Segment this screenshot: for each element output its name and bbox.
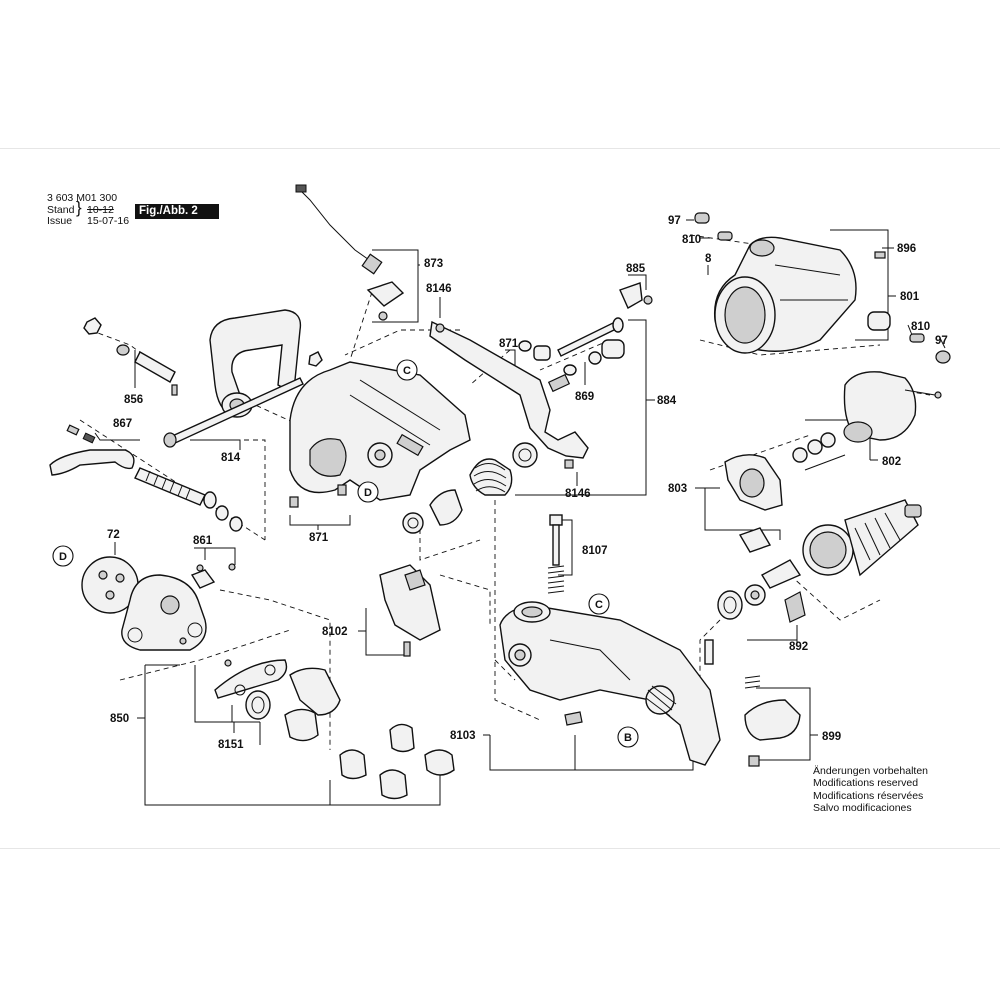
- callout-8146-top: 8146: [426, 283, 452, 295]
- callout-8107: 8107: [582, 545, 608, 557]
- part-869-axle: [547, 339, 625, 393]
- part-814-bolt: [163, 351, 323, 448]
- part-801-motor-housing: [694, 212, 951, 364]
- callout-896: 896: [897, 243, 916, 255]
- note-fr: Modifications réservées: [813, 789, 924, 802]
- svg-text:D: D: [364, 487, 372, 499]
- callout-861: 861: [193, 535, 213, 547]
- issue-value: 15-07-16: [87, 215, 130, 227]
- part-armature: [738, 499, 922, 589]
- part-8151-set: [214, 659, 455, 800]
- brace-glyph: }: [76, 198, 82, 217]
- callout-867: 867: [113, 418, 132, 430]
- note-de: Änderungen vorbehalten: [813, 765, 929, 777]
- svg-text:B: B: [624, 732, 632, 744]
- callout-8: 8: [705, 253, 712, 265]
- circle-ref-c-upper: C: [396, 359, 418, 381]
- callout-802: 802: [882, 456, 901, 468]
- callout-885: 885: [626, 263, 646, 275]
- callout-810-right: 810: [911, 321, 930, 333]
- callout-884: 884: [657, 395, 677, 407]
- part-8102-guard: [379, 564, 441, 657]
- callout-72: 72: [107, 529, 120, 541]
- part-861-clip: [190, 563, 236, 589]
- part-803-cover: [724, 454, 783, 511]
- part-8103-lower-housing: [499, 601, 721, 766]
- callout-850: 850: [110, 713, 129, 725]
- callout-97-top: 97: [668, 215, 681, 227]
- part-856-pin: [83, 317, 178, 396]
- part-850-pivot-housing: [121, 574, 207, 651]
- part-8107-bolt-spring: [547, 514, 565, 594]
- part-871-bushings: [518, 317, 624, 361]
- callout-8151: 8151: [218, 739, 244, 751]
- bottom-rule: [0, 848, 1000, 849]
- callout-labels: 97 810 896 8 801 810 97 873 8146 885 871…: [107, 215, 948, 751]
- svg-text:C: C: [595, 599, 603, 611]
- callout-810-top: 810: [682, 234, 701, 246]
- part-867-lever: [49, 424, 135, 476]
- circle-ref-c-lower: C: [588, 593, 610, 615]
- callout-856: 856: [124, 394, 143, 406]
- callout-892: 892: [789, 641, 808, 653]
- issue-label: Issue: [47, 215, 73, 227]
- part-threaded-rod: [134, 467, 243, 532]
- top-rule: [0, 148, 1000, 149]
- part-885-pin: [619, 282, 653, 309]
- callout-871-upper: 871: [499, 338, 519, 350]
- part-cable-sensor: [295, 184, 383, 275]
- modifications-note: Änderungen vorbehalten Modifications res…: [813, 765, 928, 815]
- leader-lines: [94, 219, 946, 806]
- note-es: Salvo modificaciones: [813, 802, 912, 815]
- part-873-bracket: [366, 281, 405, 321]
- callout-8102: 8102: [322, 626, 348, 638]
- callout-8146-lower: 8146: [565, 488, 591, 500]
- doc-number: 3 603 M01 300: [47, 192, 118, 204]
- callout-873: 873: [424, 258, 443, 270]
- stand-value: 10-12: [87, 204, 114, 216]
- svg-text:D: D: [59, 551, 67, 563]
- callout-869: 869: [575, 391, 594, 403]
- circle-ref-d-upper: D: [357, 481, 379, 503]
- stand-label: Stand: [47, 204, 75, 216]
- circle-ref-b: B: [617, 726, 639, 748]
- callout-803: 803: [668, 483, 687, 495]
- part-spring-and-sleeve: [402, 442, 538, 534]
- callout-814: 814: [221, 452, 241, 464]
- svg-text:C: C: [403, 365, 411, 377]
- callout-97-right: 97: [935, 335, 948, 347]
- callout-899: 899: [822, 731, 841, 743]
- note-en: Modifications reserved: [813, 777, 919, 790]
- callout-871-lower: 871: [309, 532, 329, 544]
- part-802-field-coil: [792, 371, 942, 471]
- figure-label: Fig./Abb. 2: [135, 204, 219, 219]
- callout-801: 801: [900, 291, 920, 303]
- part-8146-link-arm: [429, 320, 589, 469]
- part-upper-arm-housing: [289, 361, 471, 508]
- circle-ref-d-lower: D: [52, 545, 74, 567]
- callout-8103: 8103: [450, 730, 476, 742]
- part-892-parts: [704, 584, 806, 665]
- part-899-lever: [744, 675, 801, 767]
